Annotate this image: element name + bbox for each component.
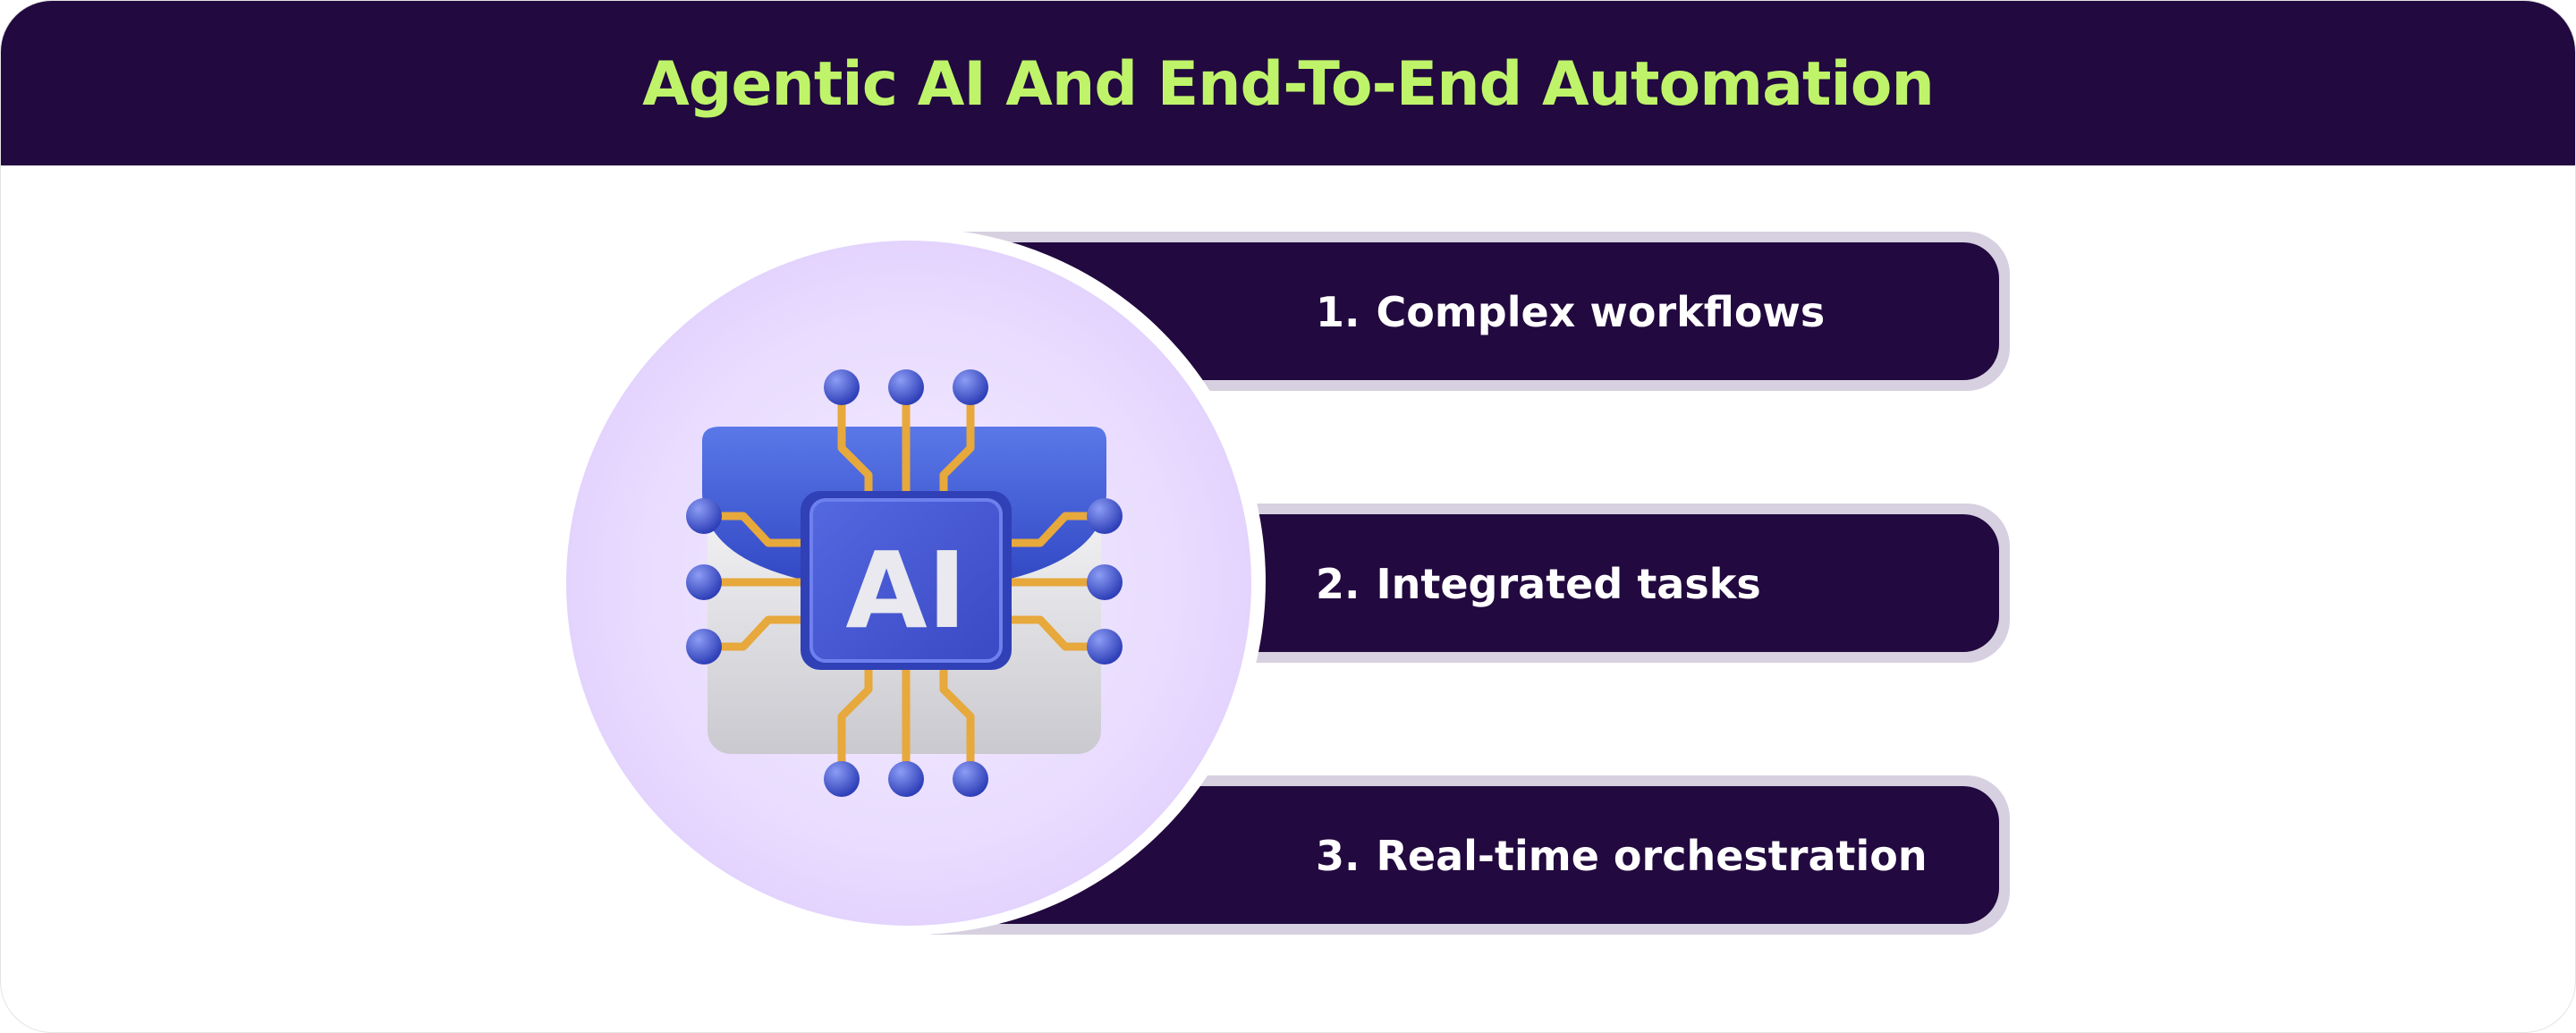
ai-chip-icon: AI xyxy=(686,369,1123,797)
item-1-number: 1. xyxy=(1316,288,1360,336)
header-bar: Agentic AI And End-To-End Automation xyxy=(1,1,2575,165)
chip-face xyxy=(809,498,1003,663)
item-2-label: 2. Integrated tasks xyxy=(1316,557,1761,611)
item-2-text: Integrated tasks xyxy=(1376,560,1761,608)
item-3-label: 3. Real-time orchestration xyxy=(1316,829,1928,883)
circuit-nodes xyxy=(686,369,1123,797)
item-1-label: 1. Complex workflows xyxy=(1316,285,1825,339)
item-3-number: 3. xyxy=(1316,832,1360,880)
item-3-text: Real-time orchestration xyxy=(1376,832,1928,880)
item-2-number: 2. xyxy=(1316,560,1360,608)
page-title: Agentic AI And End-To-End Automation xyxy=(642,49,1935,120)
item-1-text: Complex workflows xyxy=(1376,288,1826,336)
chip-label: AI xyxy=(845,529,966,652)
